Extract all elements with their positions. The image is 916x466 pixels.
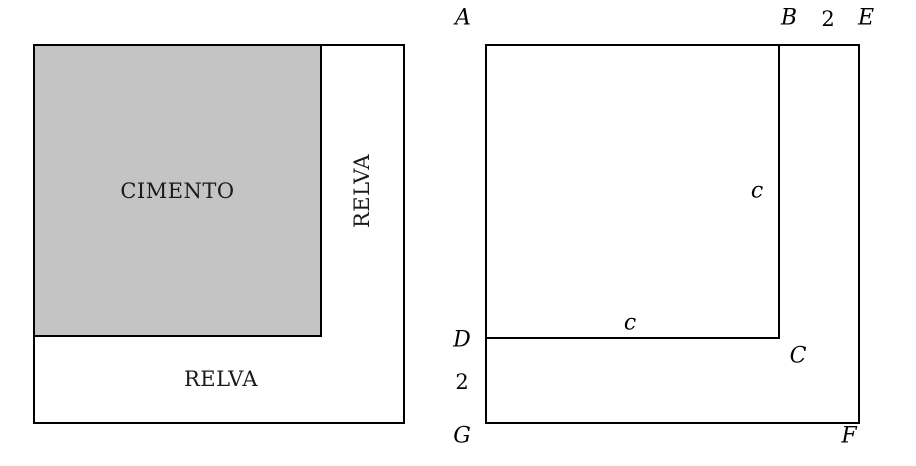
inner-square-bottom-side: [487, 337, 780, 339]
left-figure-outer-square: CIMENTO RELVA RELVA: [33, 44, 405, 424]
inner-square-right-side: [778, 46, 780, 339]
point-label-a: A: [455, 5, 471, 31]
point-label-g: G: [453, 423, 471, 449]
grass-right-label: RELVA: [350, 153, 374, 229]
cement-label: CIMENTO: [120, 178, 235, 203]
cement-region: CIMENTO: [35, 46, 322, 337]
gap-left-value: 2: [455, 370, 469, 394]
gap-top-value: 2: [821, 7, 835, 31]
grass-bottom-label: RELVA: [183, 367, 259, 391]
point-label-e: E: [857, 5, 875, 31]
point-label-f: F: [841, 423, 857, 449]
point-label-b: B: [780, 5, 798, 31]
inner-side-bottom-label: c: [623, 310, 637, 336]
right-figure-outer-square: [485, 44, 860, 424]
inner-side-right-label: c: [750, 178, 764, 204]
point-label-d: D: [453, 327, 471, 353]
point-label-c: C: [789, 343, 807, 369]
